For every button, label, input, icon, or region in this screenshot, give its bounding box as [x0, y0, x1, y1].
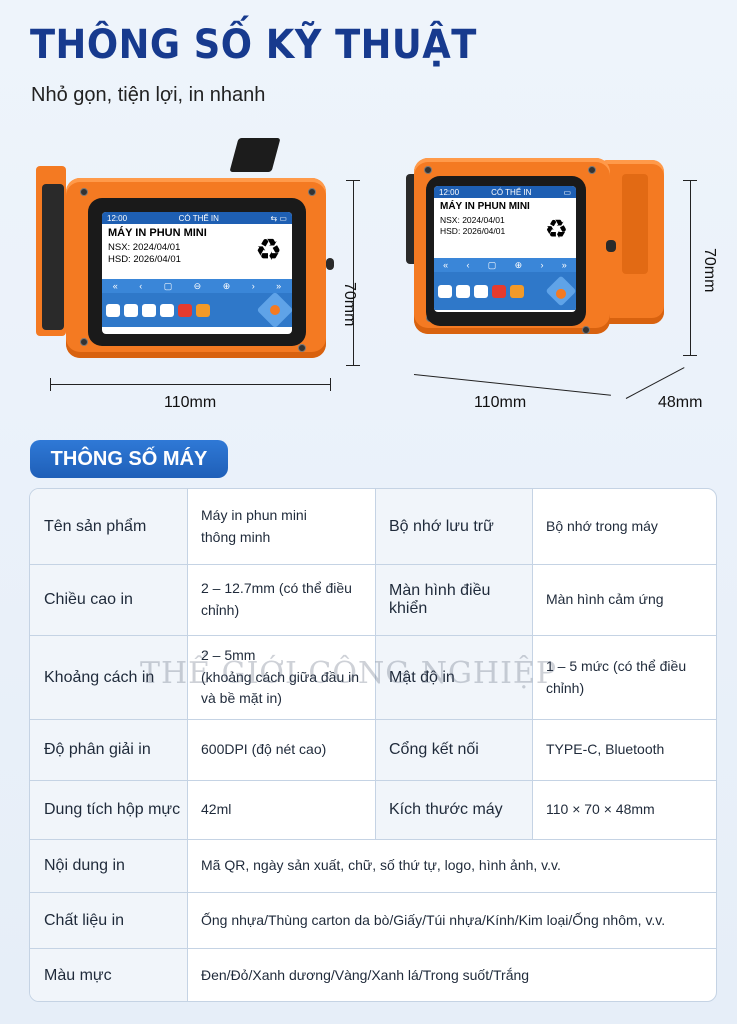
spec-value: Máy in phun mini thông minh [201, 506, 307, 545]
spec-value: Màn hình cảm ứng [546, 591, 664, 608]
spec-label: Độ phân giải in [30, 720, 187, 780]
folder-icon [456, 284, 470, 298]
spec-value: 2 – 12.7mm (có thể điều chỉnh) [201, 580, 352, 618]
page-title: THÔNG SỐ KỸ THUẬT [30, 22, 477, 68]
spec-value: 42ml [201, 801, 232, 818]
spec-row: Chiều cao in 2 – 12.7mm (có thể điều chỉn… [30, 564, 716, 635]
spec-row: Chất liệu in Ống nhựa/Thùng carton da bò/… [30, 892, 716, 948]
dpad-icon [256, 291, 292, 329]
print-handle-grip [42, 184, 64, 330]
spec-label: Chất liệu in [30, 893, 187, 948]
spec-label: Màu mực [30, 949, 187, 1001]
spec-label: Cổng kết nối [375, 720, 532, 780]
spec-row: Tên sản phẩm Máy in phun mini thông minh B… [30, 489, 716, 564]
spec-value: 2 – 5mm (khoảng cách giữa đầu in và bề m… [201, 646, 360, 707]
power-icon [178, 303, 192, 317]
print-head [229, 138, 281, 172]
spec-label: Dung tích hộp mực [30, 781, 187, 839]
printer-icon [142, 303, 156, 317]
spec-row: Màu mực Đen/Đỏ/Xanh dương/Vàng/Xanh lá/Tr… [30, 948, 716, 1001]
front-height-label: 70mm [341, 282, 358, 327]
spec-label: Chiều cao in [30, 565, 187, 635]
side-button [326, 258, 334, 270]
spec-label: Mật độ in [375, 636, 532, 719]
spec-table: Tên sản phẩm Máy in phun mini thông minh B… [29, 488, 717, 1002]
settings-icon [196, 303, 210, 317]
spec-label: Nội dung in [30, 840, 187, 892]
spec-value: Mã QR, ngày sản xuất, chữ, số thứ tự, lo… [201, 857, 561, 874]
spec-value: TYPE-C, Bluetooth [546, 741, 665, 758]
spec-row: Dung tích hộp mực 42ml Kích thước máy 110 ×… [30, 780, 716, 839]
recycle-icon: ♻ [544, 214, 568, 244]
page-subtitle: Nhỏ gọn, tiện lợi, in nhanh [31, 84, 266, 106]
spec-section-tab: THÔNG SỐ MÁY [30, 440, 228, 478]
spec-label: Khoảng cách in [30, 636, 187, 719]
power-icon [492, 284, 506, 298]
camera-icon [438, 284, 452, 298]
settings-icon [510, 284, 524, 298]
folder-icon [124, 303, 138, 317]
printer-icon [474, 284, 488, 298]
spec-row: Nội dung in Mã QR, ngày sản xuất, chữ, số… [30, 839, 716, 892]
spec-value: 1 – 5 mức (có thể điều chỉnh) [546, 657, 687, 696]
edit-icon [160, 303, 174, 317]
spec-label: Tên sản phẩm [30, 489, 187, 564]
side-height-label: 70mm [701, 248, 718, 293]
spec-label: Kích thước máy [375, 781, 532, 839]
spec-value: Ống nhựa/Thùng carton da bò/Giấy/Túi nhự… [201, 911, 666, 928]
spec-label: Màn hình điều khiển [375, 565, 532, 635]
side-width-label: 110mm [474, 394, 527, 411]
camera-icon [106, 303, 120, 317]
spec-value: Bộ nhớ trong máy [546, 517, 658, 534]
front-width-label: 110mm [164, 394, 217, 411]
spec-value: 600DPI (độ nét cao) [201, 741, 327, 758]
recycle-icon: ♻ [255, 234, 282, 267]
spec-value: Đen/Đỏ/Xanh dương/Vàng/Xanh lá/Trong suố… [201, 967, 530, 984]
spec-label: Bộ nhớ lưu trữ [375, 489, 532, 564]
spec-value: 110 × 70 × 48mm [546, 801, 655, 818]
spec-row: Độ phân giải in 600DPI (độ nét cao) Cổng k… [30, 719, 716, 780]
dpad-icon [545, 275, 576, 307]
side-depth-label: 48mm [658, 394, 703, 411]
